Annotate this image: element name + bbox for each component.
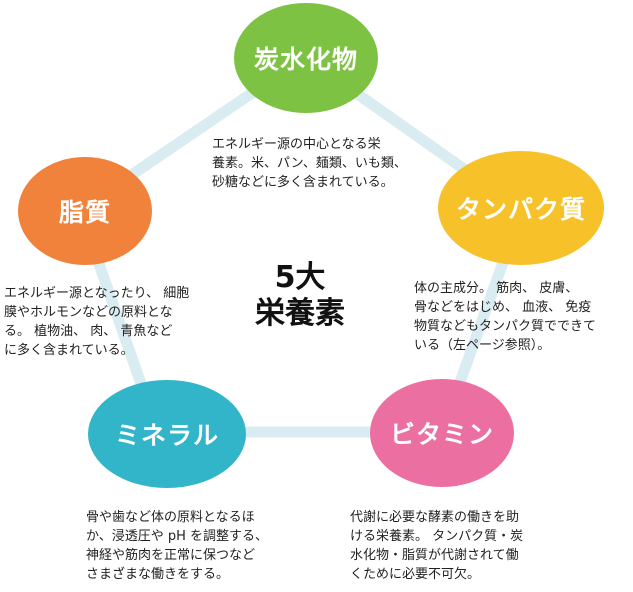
node-fat: 脂質: [18, 157, 152, 265]
desc-line: る。 植物油、 肉、 青魚など: [4, 324, 173, 339]
node-carbohydrate: 炭水化物: [234, 3, 378, 113]
center-title-line2: 栄養素: [255, 296, 345, 331]
desc-line: ける栄養素。 タンパク質・炭: [350, 529, 524, 544]
desc-line: 神経や筋肉を正常に保つなど: [86, 548, 256, 563]
center-title: 5大 栄養素: [240, 260, 360, 332]
desc-line: 膜やホルモンなどの原料とな: [4, 305, 173, 320]
node-vitamin: ビタミン: [370, 379, 514, 487]
desc-line: いる（左ページ参照）。: [414, 338, 551, 353]
desc-line: 体の主成分。 筋肉、 皮膚、: [414, 281, 579, 296]
desc-line: エネルギー源の中心となる栄: [212, 137, 381, 152]
desc-line: か、浸透圧や pH を調整する、: [86, 529, 269, 544]
desc-line: に多く含まれている。: [4, 343, 134, 358]
desc-line: 骨や歯など体の原料となるほ: [86, 510, 255, 525]
desc-mineral: 骨や歯など体の原料となるほ か、浸透圧や pH を調整する、 神経や筋肉を正常に…: [86, 508, 268, 584]
desc-line: 水化物・脂質が代謝されて働: [350, 548, 519, 563]
desc-line: 養素。米、パン、麺類、いも類、: [212, 156, 407, 171]
desc-line: さまざまな働きをする。: [86, 567, 230, 582]
node-protein-label: タンパク質: [455, 195, 586, 224]
center-title-line1: 5大: [274, 260, 326, 295]
node-mineral-label: ミネラル: [114, 421, 219, 450]
desc-line: 物質などもタンパク質でできて: [414, 319, 597, 334]
desc-protein: 体の主成分。 筋肉、 皮膚、 骨などをはじめ、 血液、 免疫 物質などもタンパク…: [414, 279, 596, 355]
desc-vitamin: 代謝に必要な酵素の働きを助 ける栄養素。 タンパク質・炭 水化物・脂質が代謝され…: [350, 508, 523, 584]
node-mineral: ミネラル: [88, 380, 246, 488]
desc-line: くために必要不可欠。: [350, 567, 481, 582]
desc-line: 代謝に必要な酵素の働きを助: [350, 510, 520, 525]
desc-line: 骨などをはじめ、 血液、 免疫: [414, 300, 592, 315]
node-fat-label: 脂質: [58, 198, 111, 227]
node-carbohydrate-label: 炭水化物: [253, 45, 358, 74]
node-vitamin-label: ビタミン: [389, 420, 494, 449]
desc-line: エネルギー源となったり、 細胞: [4, 286, 190, 301]
node-protein: タンパク質: [438, 151, 604, 265]
desc-line: 砂糖などに多く含まれている。: [212, 175, 394, 190]
desc-fat: エネルギー源となったり、 細胞 膜やホルモンなどの原料とな る。 植物油、 肉、…: [4, 284, 189, 360]
desc-carbohydrate: エネルギー源の中心となる栄 養素。米、パン、麺類、いも類、 砂糖などに多く含まれ…: [212, 135, 407, 192]
